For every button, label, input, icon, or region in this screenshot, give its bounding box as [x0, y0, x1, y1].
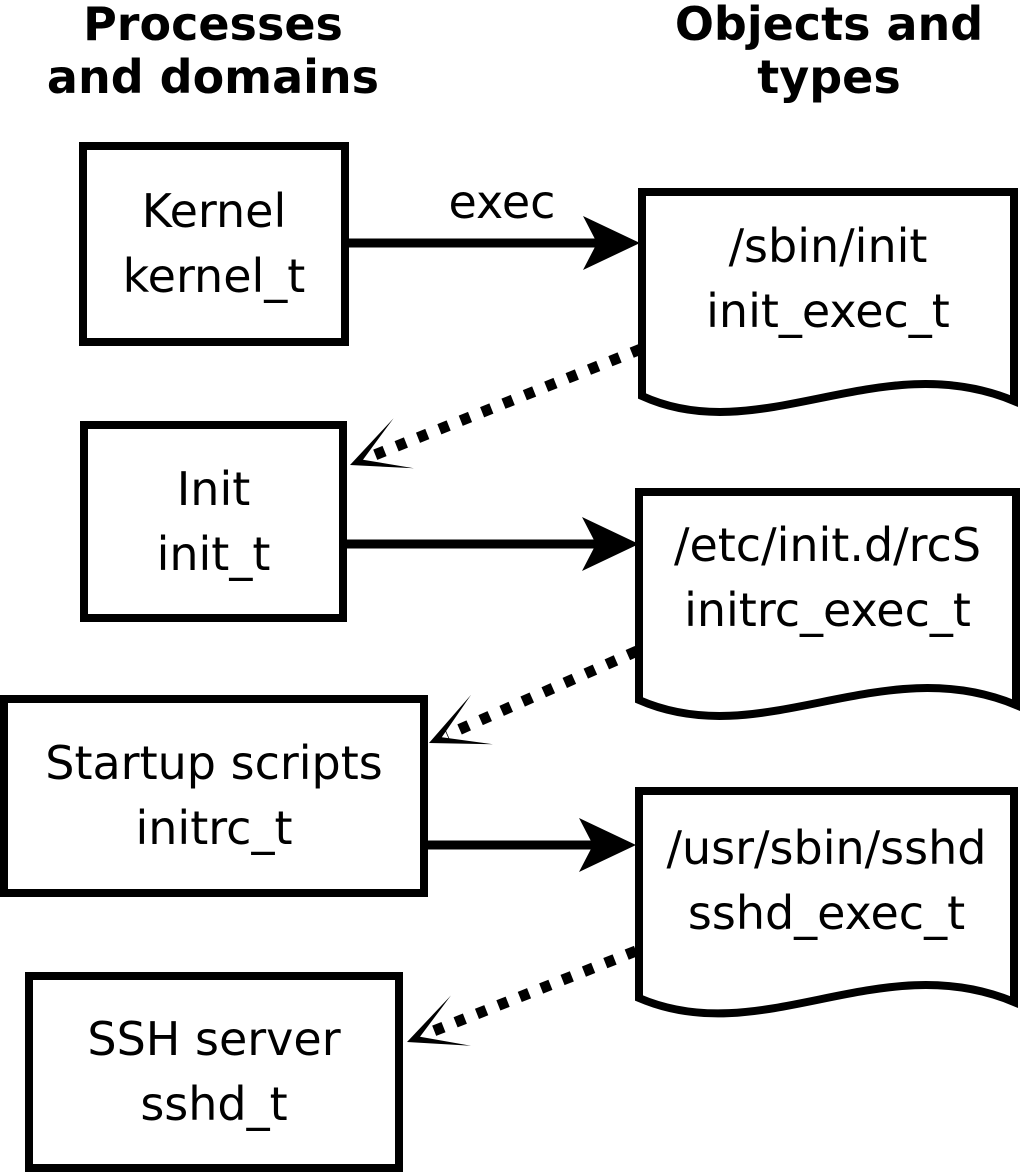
process-label: Kernel: [141, 184, 287, 238]
arrowhead: [407, 995, 471, 1046]
left-column-header: Processes and domains: [13, 0, 413, 104]
document-shape-sbin-init: [638, 188, 1018, 416]
object-path: /etc/init.d/rcS: [673, 518, 982, 572]
process-domain: initrc_t: [135, 801, 293, 855]
transition-arrow-sshd-exec-to-sshd-t: [407, 945, 639, 1046]
left-column-header-line2: and domains: [46, 50, 380, 104]
arrowhead: [429, 694, 493, 745]
object-type: initrc_exec_t: [684, 583, 971, 637]
exec-arrow-init-to-rcs: [343, 517, 639, 571]
object-path: /sbin/init: [728, 219, 928, 273]
transition-arrow-initrc-exec-to-initrc-t: [429, 645, 640, 745]
object-path: /usr/sbin/sshd: [666, 821, 987, 875]
process-label: Init: [176, 461, 251, 516]
right-column-header-line2: types: [757, 50, 901, 104]
exec-arrow-kernel-to-sbin-init: [345, 216, 640, 270]
left-column-header-line1: Processes: [83, 0, 343, 51]
process-box-ssh-server: SSH server sshd_t: [25, 972, 403, 1172]
arrowhead: [583, 216, 640, 270]
arrowhead: [350, 418, 414, 469]
transition-arrow-init-exec-to-init-t: [350, 343, 644, 469]
process-domain: kernel_t: [122, 249, 306, 303]
arrowhead: [579, 818, 636, 872]
process-label: Startup scripts: [45, 736, 383, 790]
object-label-etc-initd-rcs: /etc/init.d/rcS initrc_exec_t: [639, 513, 1016, 643]
right-column-header-line1: Objects and: [674, 0, 984, 51]
document-shape-usr-sbin-sshd: [635, 787, 1018, 1018]
object-label-usr-sbin-sshd: /usr/sbin/sshd sshd_exec_t: [639, 816, 1014, 946]
exec-arrow-initrc-to-sshd: [424, 818, 636, 872]
exec-arrow-label: exec: [448, 175, 556, 229]
arrowhead: [582, 517, 639, 571]
object-type: sshd_exec_t: [687, 886, 966, 940]
process-domain: sshd_t: [140, 1077, 288, 1131]
process-box-kernel: Kernel kernel_t: [79, 142, 349, 346]
process-label: SSH server: [87, 1012, 341, 1066]
right-column-header: Objects and types: [629, 0, 1024, 104]
process-box-startup-scripts: Startup scripts initrc_t: [0, 695, 428, 897]
object-label-sbin-init: /sbin/init init_exec_t: [642, 214, 1014, 344]
object-type: init_exec_t: [706, 284, 950, 338]
document-shape-etc-initd-rcs: [635, 488, 1020, 720]
process-box-init: Init init_t: [80, 421, 347, 622]
process-domain: init_t: [156, 526, 271, 581]
